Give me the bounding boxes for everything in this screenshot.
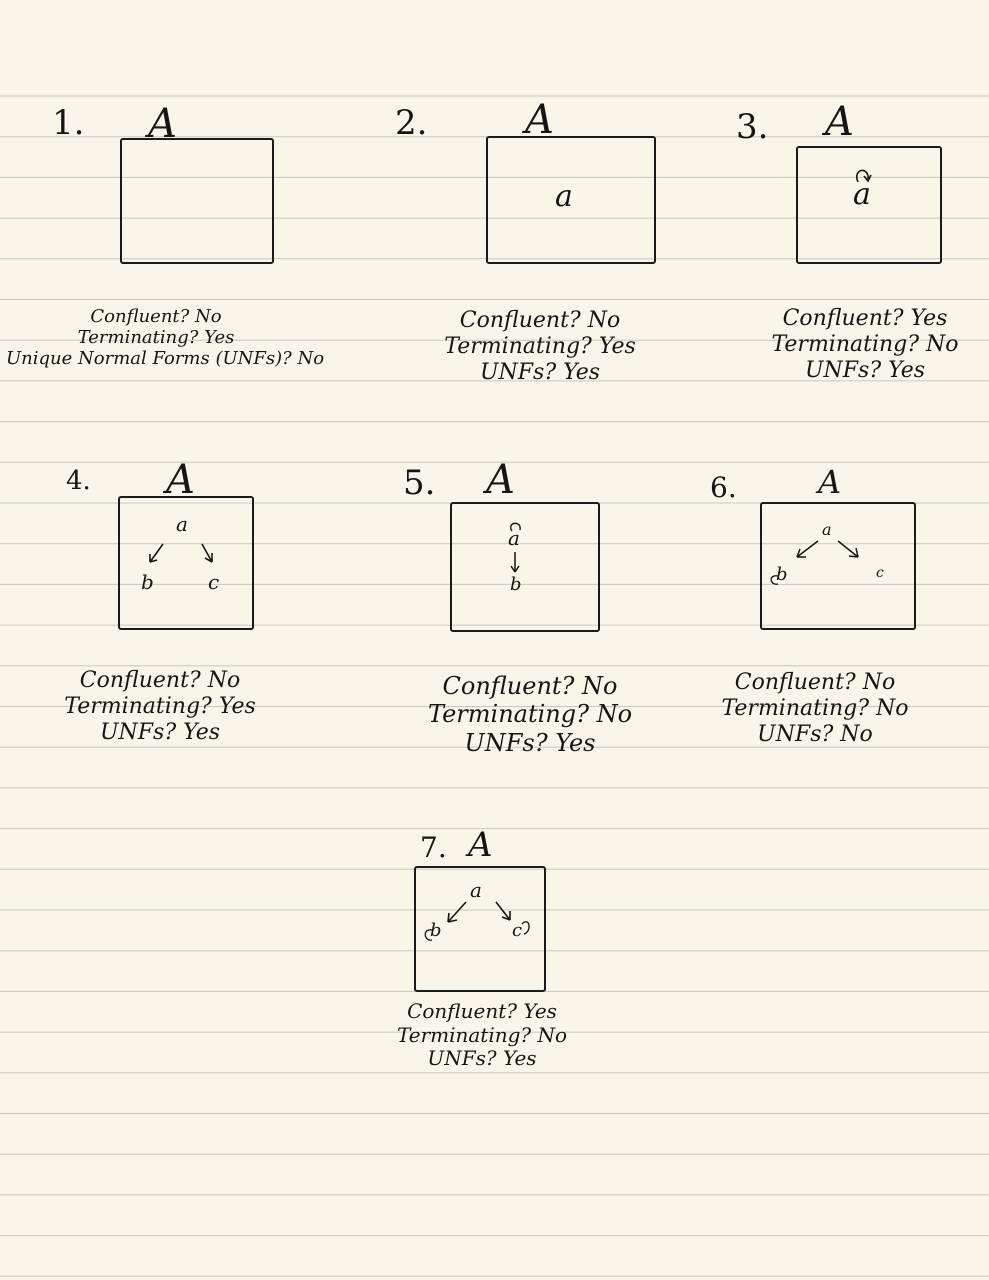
confluent-property: Confluent? No	[90, 306, 222, 327]
set-label: A	[825, 99, 854, 145]
arrow-a-c	[201, 543, 213, 563]
terminating-property: Terminating? No	[427, 700, 633, 729]
set-label: A	[468, 825, 493, 865]
self-loop-a	[510, 522, 521, 532]
properties: Confluent? No Terminating? Yes UNFs? Yes	[60, 668, 260, 746]
self-loop-b	[770, 575, 779, 585]
set-box	[450, 502, 600, 632]
unf-property: UNFs? Yes	[464, 728, 596, 757]
diagram-number: 2.	[395, 103, 428, 143]
node-a: a	[470, 878, 482, 902]
terminating-property: Terminating? Yes	[444, 333, 636, 359]
arrow-a-b	[447, 901, 467, 923]
set-label: A	[166, 457, 195, 503]
set-box	[118, 496, 254, 630]
self-loop-a	[855, 169, 869, 183]
unf-property: UNFs? No	[757, 721, 873, 747]
properties: Confluent? Yes Terminating? No UNFs? Yes	[770, 306, 960, 384]
properties: Confluent? Yes Terminating? No UNFs? Yes	[392, 999, 572, 1071]
arrow-a-b	[149, 543, 164, 563]
unf-property: UNFs? Yes	[479, 359, 601, 385]
confluent-property: Confluent? No	[734, 670, 896, 695]
confluent-property: Confluent? No	[459, 308, 621, 333]
set-box	[486, 136, 656, 264]
node-a: a	[822, 520, 832, 539]
unf-property: UNFs? Yes	[804, 357, 926, 383]
diagram-number: 6.	[710, 471, 737, 504]
set-box	[796, 146, 942, 264]
node-a: a	[555, 179, 573, 214]
set-label: A	[148, 101, 177, 147]
confluent-property: Confluent? No	[79, 668, 241, 693]
arrowhead	[863, 174, 872, 183]
diagram-number: 1.	[52, 103, 85, 143]
confluent-property: Confluent? Yes	[407, 999, 557, 1023]
terminating-property: Terminating? Yes	[64, 693, 256, 719]
properties: Confluent? No Terminating? No UNFs? Yes	[420, 672, 640, 757]
node-c: c	[876, 565, 884, 581]
diagram-number: 7.	[420, 831, 447, 864]
unf-property: UNFs? Yes	[427, 1046, 537, 1071]
arrow-a-c	[495, 901, 511, 921]
set-label: A	[818, 463, 842, 501]
unf-property: Unique Normal Forms (UNFs)? No	[6, 348, 325, 370]
terminating-property: Terminating? No	[721, 695, 909, 721]
node-b: b	[510, 574, 522, 595]
self-loop-b	[424, 929, 433, 941]
set-box	[414, 866, 546, 992]
node-a: a	[176, 512, 188, 536]
set-label: A	[525, 97, 554, 143]
confluent-property: Confluent? Yes	[782, 306, 948, 331]
terminating-property: Terminating? No	[771, 331, 959, 357]
properties: Confluent? No Terminating? No UNFs? No	[720, 670, 910, 748]
terminating-property: Terminating? No	[396, 1022, 568, 1047]
ruled-lines	[0, 95, 989, 1277]
confluent-property: Confluent? No	[442, 672, 618, 700]
set-box	[760, 502, 916, 630]
properties: Confluent? No Terminating? Yes Unique No…	[6, 306, 325, 370]
node-b: b	[141, 570, 154, 594]
arrow-a-b	[796, 540, 819, 558]
properties: Confluent? No Terminating? Yes UNFs? Yes	[440, 308, 640, 386]
node-a: a	[853, 177, 871, 212]
diagram-number: 4.	[66, 466, 91, 496]
node-b: b	[776, 564, 788, 585]
node-c: c	[208, 570, 220, 594]
terminating-property: Terminating? Yes	[77, 327, 235, 349]
arrow-a-c	[837, 540, 859, 558]
node-b: b	[430, 920, 442, 941]
node-c: c	[512, 920, 523, 941]
unf-property: UNFs? Yes	[99, 719, 221, 745]
set-box	[120, 138, 274, 264]
set-label: A	[486, 457, 515, 503]
node-a: a	[508, 526, 520, 550]
self-loop-c	[521, 921, 530, 935]
diagram-number: 5.	[403, 463, 436, 503]
arrow-a-b	[510, 552, 520, 573]
diagram-number: 3.	[736, 107, 769, 147]
